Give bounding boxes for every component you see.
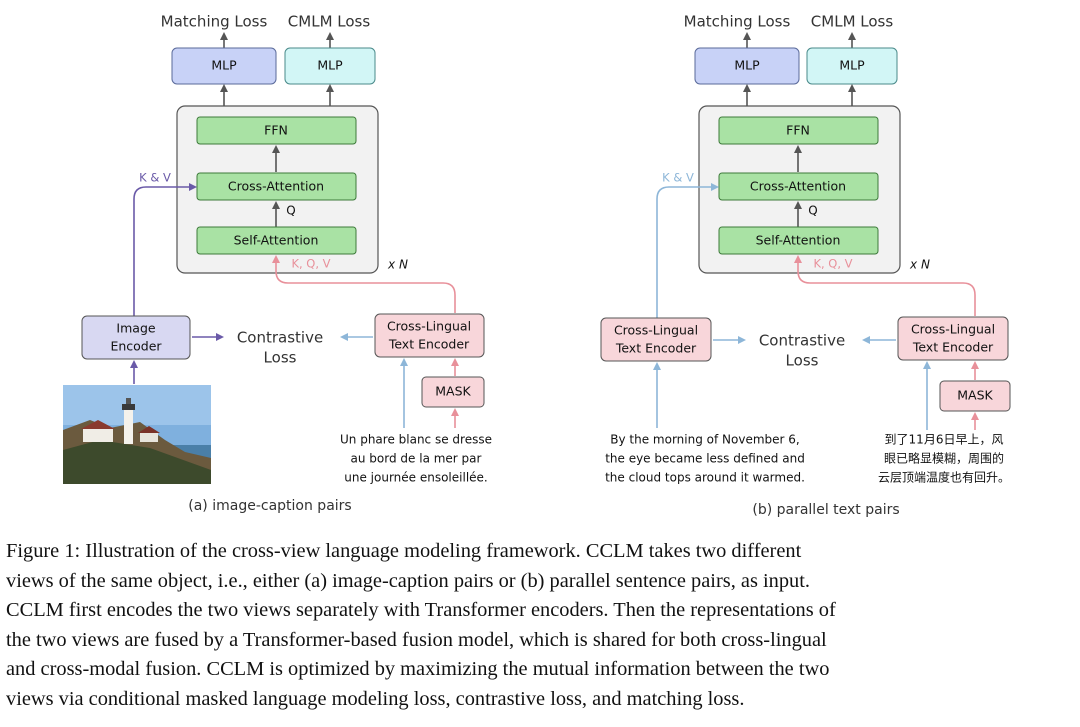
- text-encoder-line2: Text Encoder: [388, 337, 470, 352]
- cmlm-loss-label: CMLM Loss: [811, 13, 894, 31]
- caption-line: views via conditional masked language mo…: [6, 687, 745, 710]
- mask-box: [421, 376, 485, 408]
- q-label: Q: [286, 204, 295, 218]
- mlp-matching-label: MLP: [211, 58, 237, 73]
- cross-attention-block: [718, 172, 879, 201]
- cmlm-loss-label: CMLM Loss: [288, 13, 371, 31]
- left-input-line1: By the morning of November 6,: [610, 433, 799, 447]
- caption-line: the two views are fused by a Transformer…: [6, 628, 827, 651]
- ffn-block: [718, 116, 879, 145]
- text-encoder-box: [374, 313, 485, 358]
- left-input-line2: the eye became less defined and: [605, 452, 805, 466]
- mlp-cmlm-label: MLP: [839, 58, 865, 73]
- self-attention-label: Self-Attention: [756, 233, 841, 248]
- caption-line: and cross-modal fusion. CCLM is optimize…: [6, 658, 830, 680]
- right-text-encoder-line2: Text Encoder: [912, 340, 994, 355]
- self-attention-label: Self-Attention: [234, 233, 319, 248]
- subfigure-caption-b: (b) parallel text pairs: [752, 502, 899, 518]
- contrastive-loss-line1: Contrastive: [759, 332, 845, 350]
- lighthouse-image: [63, 385, 211, 484]
- mlp-matching-label: MLP: [734, 58, 760, 73]
- left-text-encoder-box: [600, 317, 712, 362]
- left-input-line3: the cloud tops around it warmed.: [605, 471, 805, 485]
- right-text-encoder-box: [897, 316, 1009, 361]
- kv-label: K & V: [662, 171, 694, 185]
- text-encoder-line1: Cross-Lingual: [387, 319, 471, 334]
- caption-line: Figure 1: Illustration of the cross-view…: [6, 540, 802, 562]
- times-n-label: x N: [387, 258, 408, 272]
- image-encoder-box: [81, 315, 191, 360]
- contrastive-loss-line2: Loss: [786, 352, 819, 370]
- input-text-line2: au bord de la mer par: [351, 452, 482, 466]
- input-text-line3: une journée ensoleillée.: [344, 471, 487, 485]
- panel-b: Matching Loss CMLM Loss MLP MLP FFN Cros…: [600, 13, 1011, 518]
- image-encoder-line1: Image: [116, 321, 155, 336]
- ffn-block: [196, 116, 357, 145]
- times-n-label: x N: [909, 258, 930, 272]
- input-text-line1: Un phare blanc se dresse: [340, 433, 492, 447]
- right-input-line3: 云层顶端温度也有回升。: [878, 470, 1010, 485]
- caption-line: CCLM first encodes the two views separat…: [6, 599, 836, 621]
- matching-loss-label: Matching Loss: [684, 13, 791, 31]
- cross-attention-block: [196, 172, 357, 201]
- kv-label: K & V: [139, 171, 171, 185]
- figure-diagram: Matching Loss CMLM Loss MLP MLP FFN Cros…: [63, 13, 1011, 518]
- caption-line: views of the same object, i.e., either (…: [6, 569, 810, 592]
- right-input-line1: 到了11月6日早上，风: [885, 433, 1004, 447]
- kqv-label: K, Q, V: [813, 257, 852, 271]
- matching-loss-label: Matching Loss: [161, 13, 268, 31]
- cross-attention-label: Cross-Attention: [750, 179, 846, 194]
- subfigure-caption-a: (a) image-caption pairs: [188, 498, 351, 514]
- self-attention-block: [196, 226, 357, 255]
- right-text-encoder-line1: Cross-Lingual: [911, 322, 995, 337]
- q-label: Q: [808, 204, 817, 218]
- right-input-line2: 眼已略显模糊，周围的: [884, 451, 1004, 466]
- mask-box: [939, 380, 1011, 412]
- mlp-cmlm-label: MLP: [317, 58, 343, 73]
- kqv-label: K, Q, V: [291, 257, 330, 271]
- panel-a: Matching Loss CMLM Loss MLP MLP FFN Cros…: [63, 13, 492, 514]
- contrastive-loss-line2: Loss: [264, 349, 297, 367]
- contrastive-loss-line1: Contrastive: [237, 329, 323, 347]
- ffn-label: FFN: [786, 123, 810, 138]
- figure-caption: Figure 1: Illustration of the cross-view…: [6, 537, 1074, 714]
- left-text-encoder-line1: Cross-Lingual: [614, 323, 698, 338]
- ffn-label: FFN: [264, 123, 288, 138]
- mask-label: MASK: [435, 384, 471, 399]
- mask-label: MASK: [957, 388, 993, 403]
- left-text-encoder-line2: Text Encoder: [615, 341, 697, 356]
- cross-attention-label: Cross-Attention: [228, 179, 324, 194]
- self-attention-block: [718, 226, 879, 255]
- image-encoder-line2: Encoder: [110, 339, 162, 354]
